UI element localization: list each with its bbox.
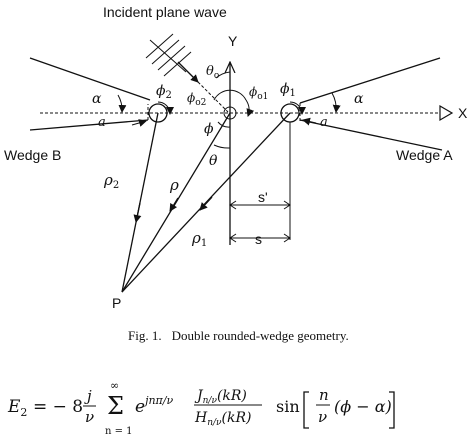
- rho2-line: [121, 112, 159, 293]
- eq-lhs: E2: [7, 397, 27, 419]
- theta-label: θ: [209, 153, 218, 169]
- eq-right-bracket: [389, 391, 395, 429]
- phi-o-arc: [213, 89, 247, 101]
- rho2-arrow: [133, 202, 142, 223]
- x-axis-arrowhead: [439, 104, 454, 122]
- incident-wavefront-hatch: [145, 33, 192, 77]
- theta-o-arc: [215, 71, 231, 79]
- phi-label: ϕ: [204, 121, 214, 137]
- wedge-b-alpha-arc: [117, 94, 127, 113]
- theta-o-label: θo: [206, 64, 219, 81]
- x-axis-label: X: [458, 105, 468, 121]
- wedge-a-alpha: α: [354, 91, 364, 107]
- phi2-arc: [157, 101, 174, 115]
- eq-frac-num: j: [84, 387, 92, 405]
- rho-arrow: [169, 197, 179, 212]
- s-prime-arrow-right: [283, 200, 291, 210]
- eq-n: n: [319, 386, 329, 404]
- rho-label: ρ: [169, 176, 179, 194]
- y-axis-label: Y: [228, 33, 238, 49]
- eq-frac-den: ν: [85, 408, 94, 426]
- origin-marker: [223, 106, 237, 120]
- wedge-a-label: Wedge A: [396, 147, 453, 163]
- wedge-b-alpha: α: [92, 91, 102, 107]
- wedge-b-a-arrow: [131, 119, 147, 127]
- eq-j-den: Hn/ν(kR): [194, 410, 251, 428]
- equation: E2 = − 8 j ν Σ ∞ n = 1 ejnπ/ν Jn/ν(kR) H…: [7, 379, 395, 437]
- figure-caption: Fig. 1.Double rounded-wedge geometry.: [128, 328, 349, 343]
- s-arrow-right: [283, 233, 291, 243]
- s-prime-label: s': [258, 189, 268, 205]
- rho1-label: ρ1: [191, 229, 207, 249]
- eq-sum: Σ: [107, 392, 124, 420]
- wedge-a-alpha-arc: [331, 92, 341, 113]
- rho-line: [121, 112, 231, 293]
- wedge-a-a-arrow: [302, 117, 317, 126]
- eq-left-bracket: [303, 391, 309, 429]
- eq-sin: sin: [276, 397, 300, 416]
- eq-exp: ejnπ/ν: [135, 394, 173, 417]
- eq-coefficient: = − 8: [33, 397, 83, 417]
- eq-nu: ν: [318, 408, 327, 426]
- incident-ray-arrow: [177, 61, 199, 83]
- wedge-b-label: Wedge B: [4, 147, 61, 163]
- incident-ray-extension: [197, 81, 229, 113]
- phi-o2-label: ϕo2: [187, 91, 206, 108]
- phi-o1-label: ϕo1: [249, 85, 268, 102]
- rho1-arrow: [199, 196, 213, 211]
- theta-arc: [213, 144, 231, 149]
- s-arrow-left: [229, 233, 237, 243]
- phi-o1-arc-end: [245, 99, 255, 117]
- s-prime-arrow-left: [229, 200, 237, 210]
- s-label: s: [255, 231, 262, 247]
- rho2-label: ρ2: [103, 171, 119, 191]
- phi-arc: [217, 121, 231, 128]
- eq-arg: (ϕ − α): [334, 397, 392, 416]
- wedge-b-a: a: [98, 115, 106, 130]
- eq-j-num: Jn/ν(kR): [194, 388, 247, 406]
- eq-sum-top: ∞: [110, 379, 119, 392]
- phi1-label: ϕ1: [280, 81, 296, 99]
- phi2-label: ϕ2: [156, 83, 172, 101]
- eq-sum-bottom: n = 1: [105, 426, 133, 437]
- point-p-label: P: [112, 295, 121, 311]
- phi1-arc: [289, 101, 306, 115]
- incident-wave-label: Incident plane wave: [103, 4, 227, 20]
- wedge-a-a: a: [320, 115, 328, 130]
